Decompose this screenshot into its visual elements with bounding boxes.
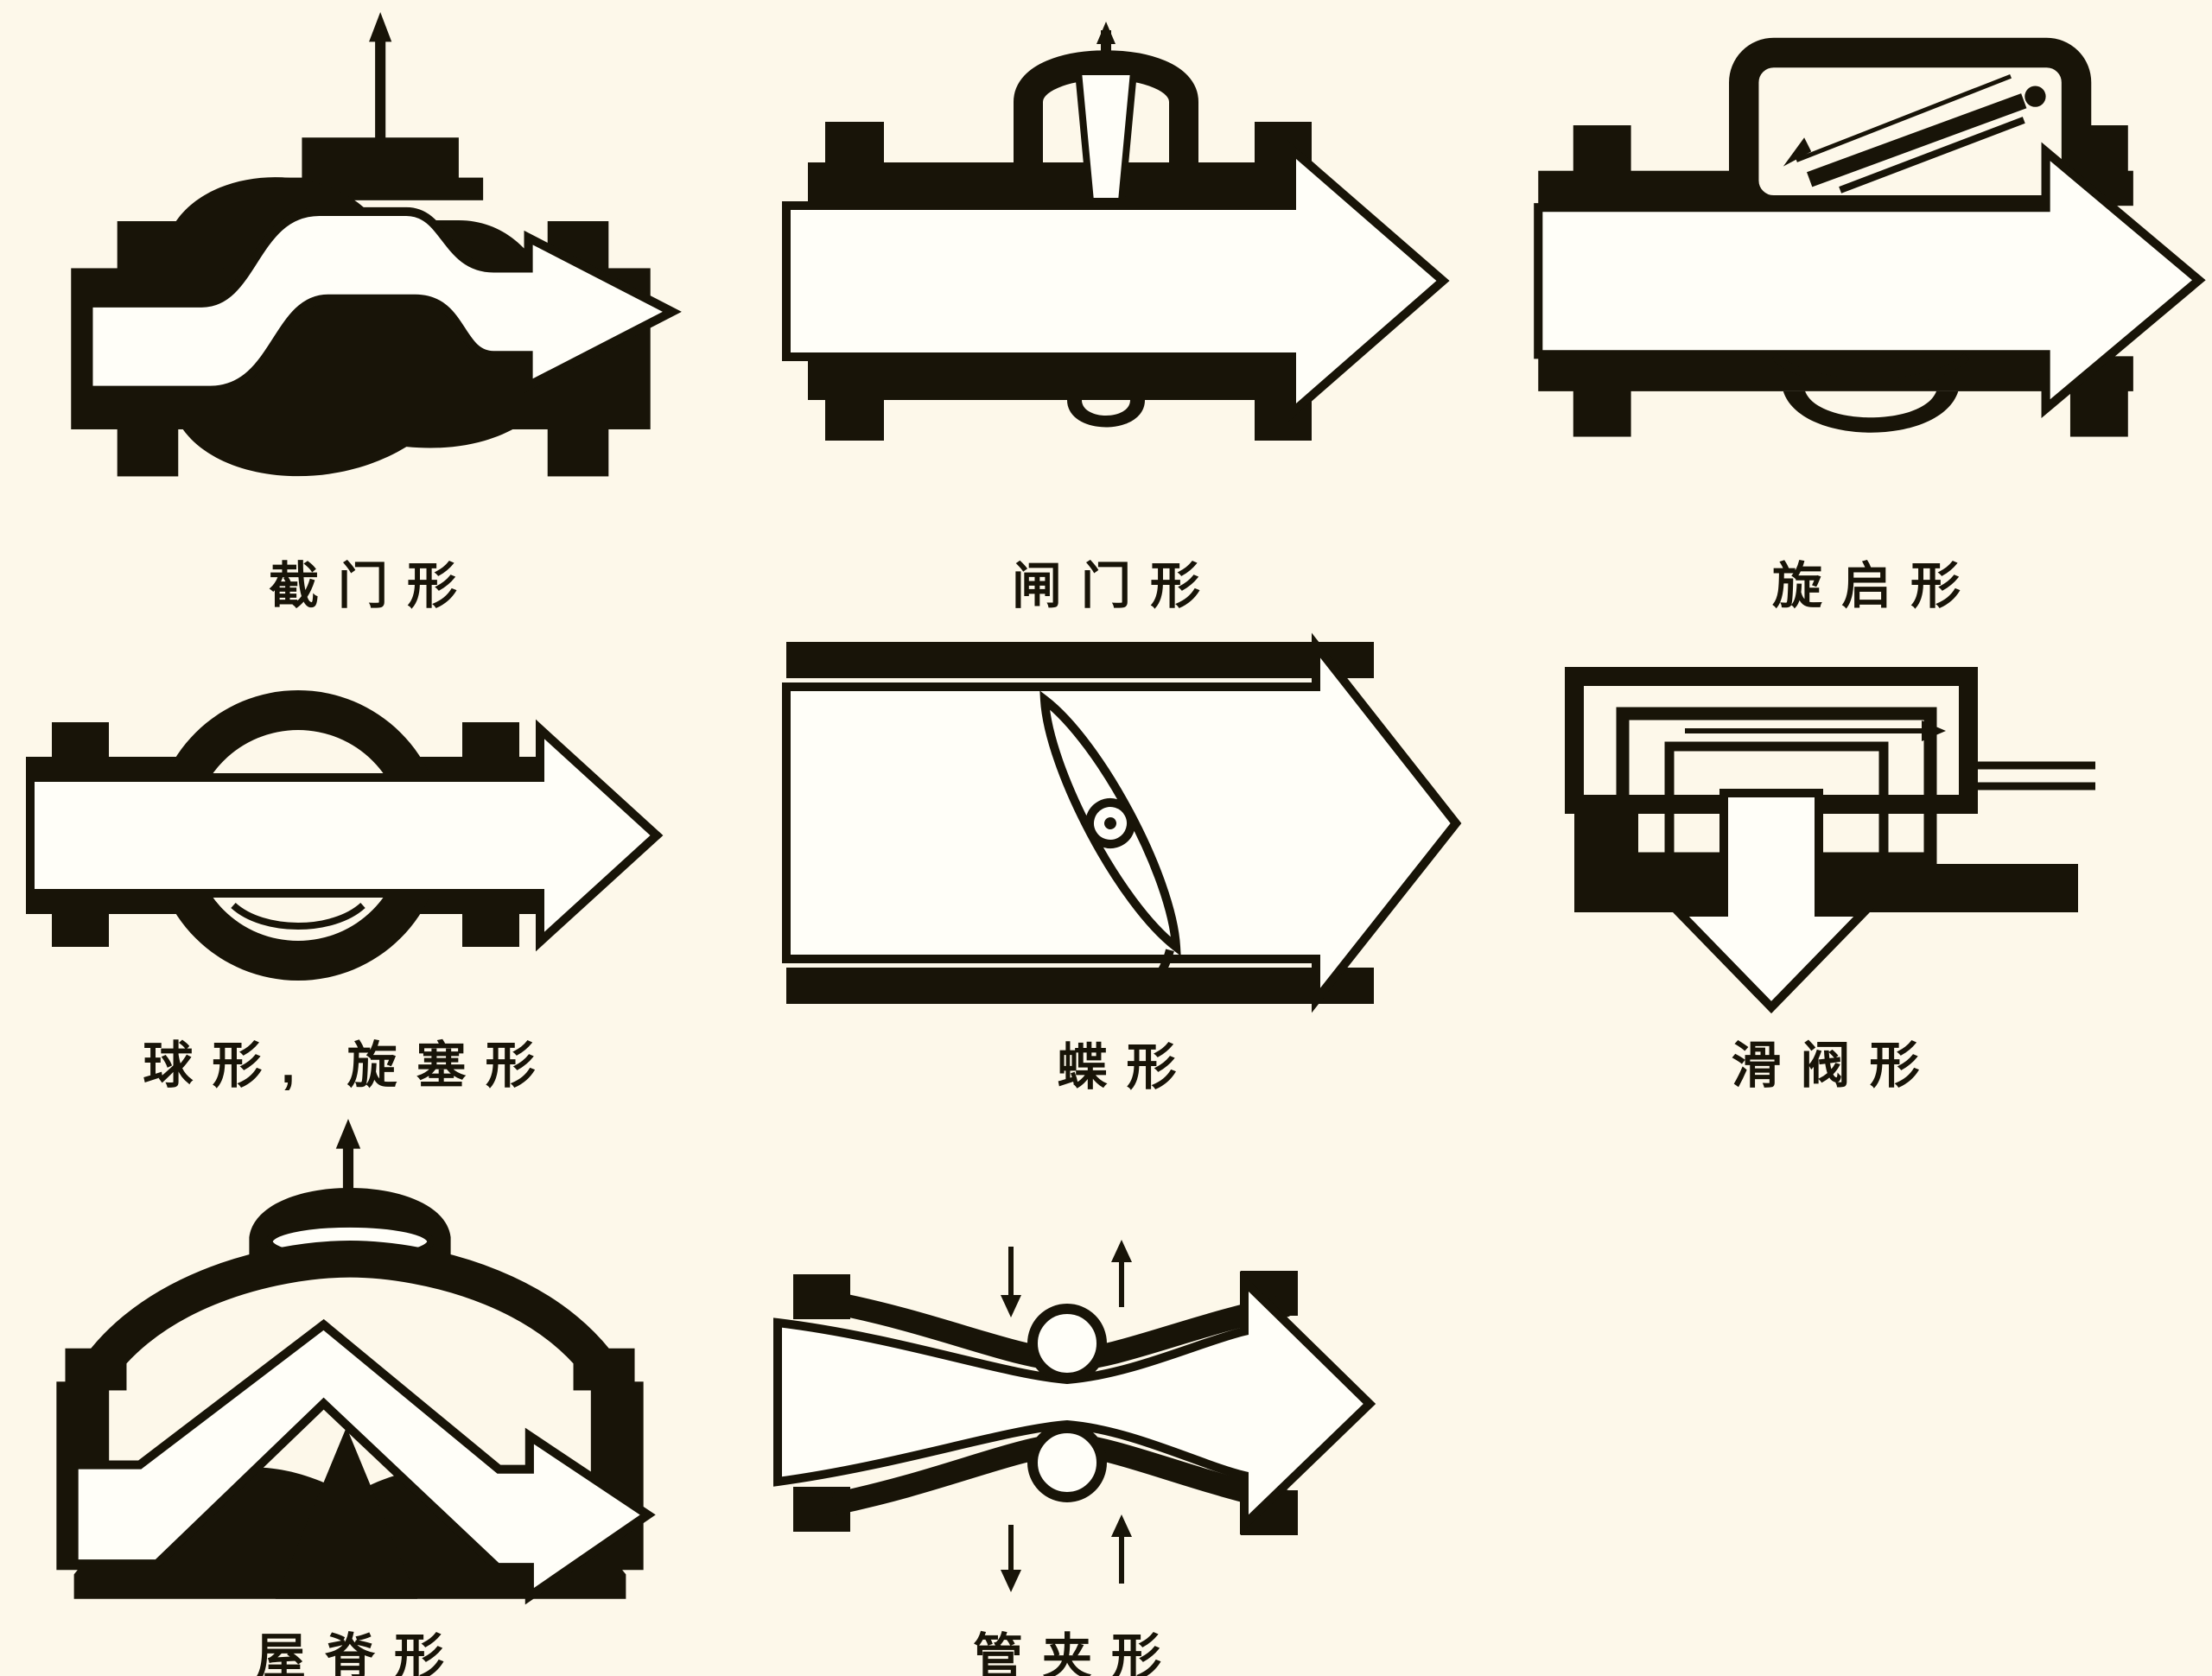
figure-pinch-valve: 管夹形: [752, 1221, 1382, 1676]
figure-slide-valve: 滑阀形: [1555, 663, 2095, 1097]
label-swing-check-valve: 旋启形: [1771, 558, 1980, 614]
ball-plug-valve-diagram: [26, 690, 664, 981]
label-weir-valve: 屋脊形: [255, 1629, 463, 1676]
label-butterfly-valve: 蝶形: [1057, 1039, 1196, 1095]
swing-check-valve-diagram: [1534, 37, 2206, 437]
label-ball-plug-valve: 球形, 旋塞形: [143, 1038, 555, 1094]
figure-ball-plug-valve: 球形, 旋塞形: [13, 646, 665, 1097]
figure-weir-valve: 屋脊形: [35, 1119, 665, 1676]
figure-gate-valve: 闸门形: [760, 7, 1452, 618]
figure-globe-valve: 截门形: [35, 7, 691, 618]
slide-valve-diagram: [1565, 667, 2095, 1014]
pinch-valve-diagram: [773, 1240, 1376, 1592]
gate-valve-diagram: [782, 22, 1450, 441]
label-pinch-valve: 管夹形: [972, 1629, 1180, 1676]
label-slide-valve: 滑阀形: [1731, 1038, 1939, 1094]
label-gate-valve: 闸门形: [1011, 558, 1219, 614]
weir-valve-diagram: [56, 1119, 656, 1605]
globe-valve-diagram: [71, 12, 682, 477]
figure-butterfly-valve: 蝶形: [765, 626, 1469, 1099]
figure-swing-check-valve: 旋启形: [1521, 7, 2212, 618]
label-globe-valve: 截门形: [268, 558, 476, 614]
butterfly-valve-diagram: [782, 632, 1462, 1013]
